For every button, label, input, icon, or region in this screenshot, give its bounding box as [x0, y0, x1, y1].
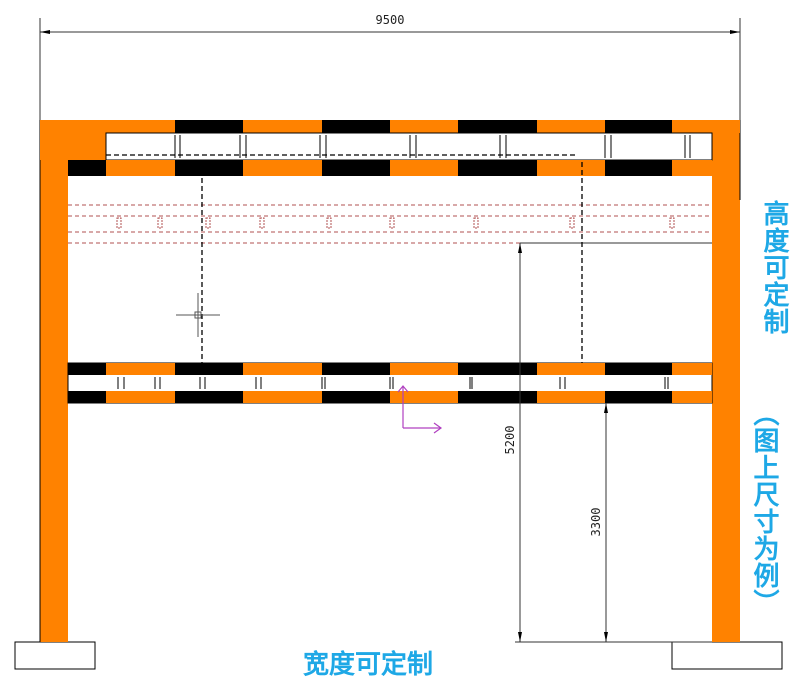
middle-beam-block: [458, 391, 537, 403]
top-beam-block: [672, 120, 740, 133]
middle-beam-block: [605, 391, 672, 403]
top-beam-block: [175, 160, 243, 176]
top-beam-web: [105, 132, 713, 161]
size-example-note: （图上尺寸为例）: [749, 400, 779, 616]
middle-beam-block: [322, 363, 390, 375]
top-beam-block: [458, 160, 537, 176]
middle-beam-block: [390, 391, 458, 403]
ucs-axis-icon: [397, 385, 443, 434]
left-footing: [14, 641, 96, 670]
height-3300-text: 3300: [589, 508, 603, 537]
middle-beam-block: [68, 391, 106, 403]
hidden-web-mark: [669, 217, 675, 229]
height-5200-text: 5200: [503, 426, 517, 455]
hidden-lines: [68, 204, 712, 244]
middle-beam-block: [458, 363, 537, 375]
top-beam-block: [605, 120, 672, 133]
top-beam-block: [40, 120, 175, 133]
width-dimension-text: 9500: [376, 13, 405, 27]
width-customizable-label: 宽度可定制: [303, 650, 434, 680]
top-beam-block: [106, 160, 175, 176]
top-beam-block: [537, 160, 605, 176]
hidden-web-mark: [116, 217, 122, 229]
top-beam-block: [243, 160, 322, 176]
top-beam-block: [243, 120, 322, 133]
dimension-heights: [515, 242, 712, 643]
middle-beam-block: [537, 391, 605, 403]
hidden-web-mark: [473, 217, 479, 229]
middle-beam-block: [672, 391, 712, 403]
middle-beam-block: [390, 363, 458, 375]
left-column: [40, 120, 68, 642]
middle-beam-block: [175, 391, 243, 403]
hidden-web-mark: [389, 217, 395, 229]
center-lines: [106, 154, 583, 363]
right-column: [712, 120, 740, 642]
hidden-web-mark: [326, 217, 332, 229]
hidden-web-mark: [259, 217, 265, 229]
top-beam-block: [672, 160, 712, 176]
top-beam-block: [68, 160, 106, 176]
hidden-web-mark: [157, 217, 163, 229]
top-beam-block: [322, 160, 390, 176]
top-beam-block: [175, 120, 243, 133]
middle-beam-block: [322, 391, 390, 403]
middle-beam-block: [243, 363, 322, 375]
height-customizable-label: 高度可定制: [759, 200, 789, 335]
middle-beam-block: [106, 391, 175, 403]
right-footing: [671, 641, 783, 670]
top-beam-block: [537, 120, 605, 133]
crosshair-cursor-icon: [176, 293, 220, 337]
middle-beam-block: [106, 363, 175, 375]
top-left-gusset: [40, 133, 106, 160]
top-beam-block: [390, 160, 458, 176]
dimension-overall-width: 9500: [39, 13, 741, 120]
frame-structure: [14, 120, 783, 670]
middle-beam-block: [605, 363, 672, 375]
middle-beam-block: [175, 363, 243, 375]
hidden-web-mark: [569, 217, 575, 229]
top-beam-block: [605, 160, 672, 176]
hidden-web-mark: [205, 217, 211, 229]
middle-beam-block: [243, 391, 322, 403]
middle-beam-block: [672, 363, 712, 375]
top-beam-block: [390, 120, 458, 133]
top-beam-block: [458, 120, 537, 133]
top-beam-block: [322, 120, 390, 133]
middle-beam-block: [537, 363, 605, 375]
middle-beam-block: [68, 363, 106, 375]
